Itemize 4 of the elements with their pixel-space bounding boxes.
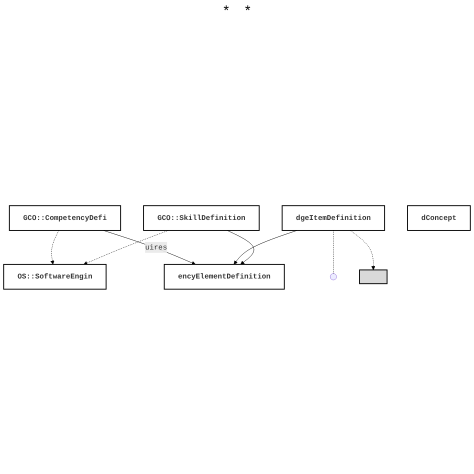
connector bbox=[333, 230, 334, 274]
multiplicity-label: * bbox=[224, 2, 229, 18]
multiplicity-label: * bbox=[245, 2, 250, 18]
node-box bbox=[359, 269, 388, 284]
